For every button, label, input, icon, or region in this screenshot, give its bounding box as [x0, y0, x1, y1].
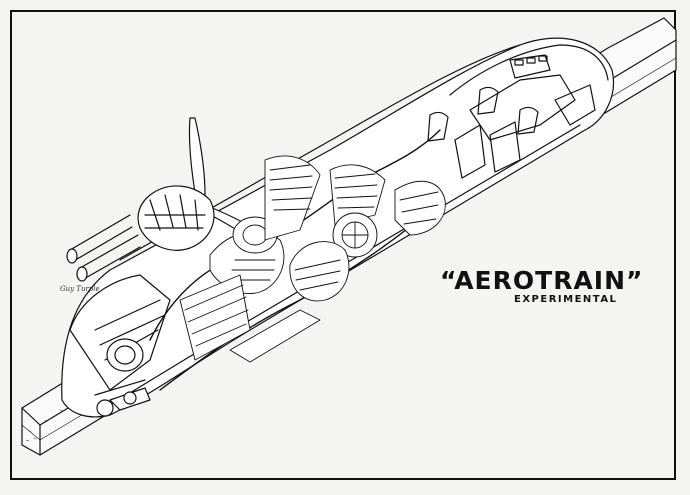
artist-signature: Guy Turple — [60, 285, 100, 293]
machinery-bay — [179, 155, 446, 363]
rear-bogie — [94, 379, 146, 417]
propeller-assembly — [66, 117, 263, 282]
drawing-title: “AEROTRAIN” — [440, 266, 644, 295]
page-border — [10, 10, 676, 480]
drawing-subtitle: EXPERIMENTAL — [514, 294, 618, 305]
rear-tail — [69, 274, 171, 411]
driver-cab — [427, 44, 609, 179]
